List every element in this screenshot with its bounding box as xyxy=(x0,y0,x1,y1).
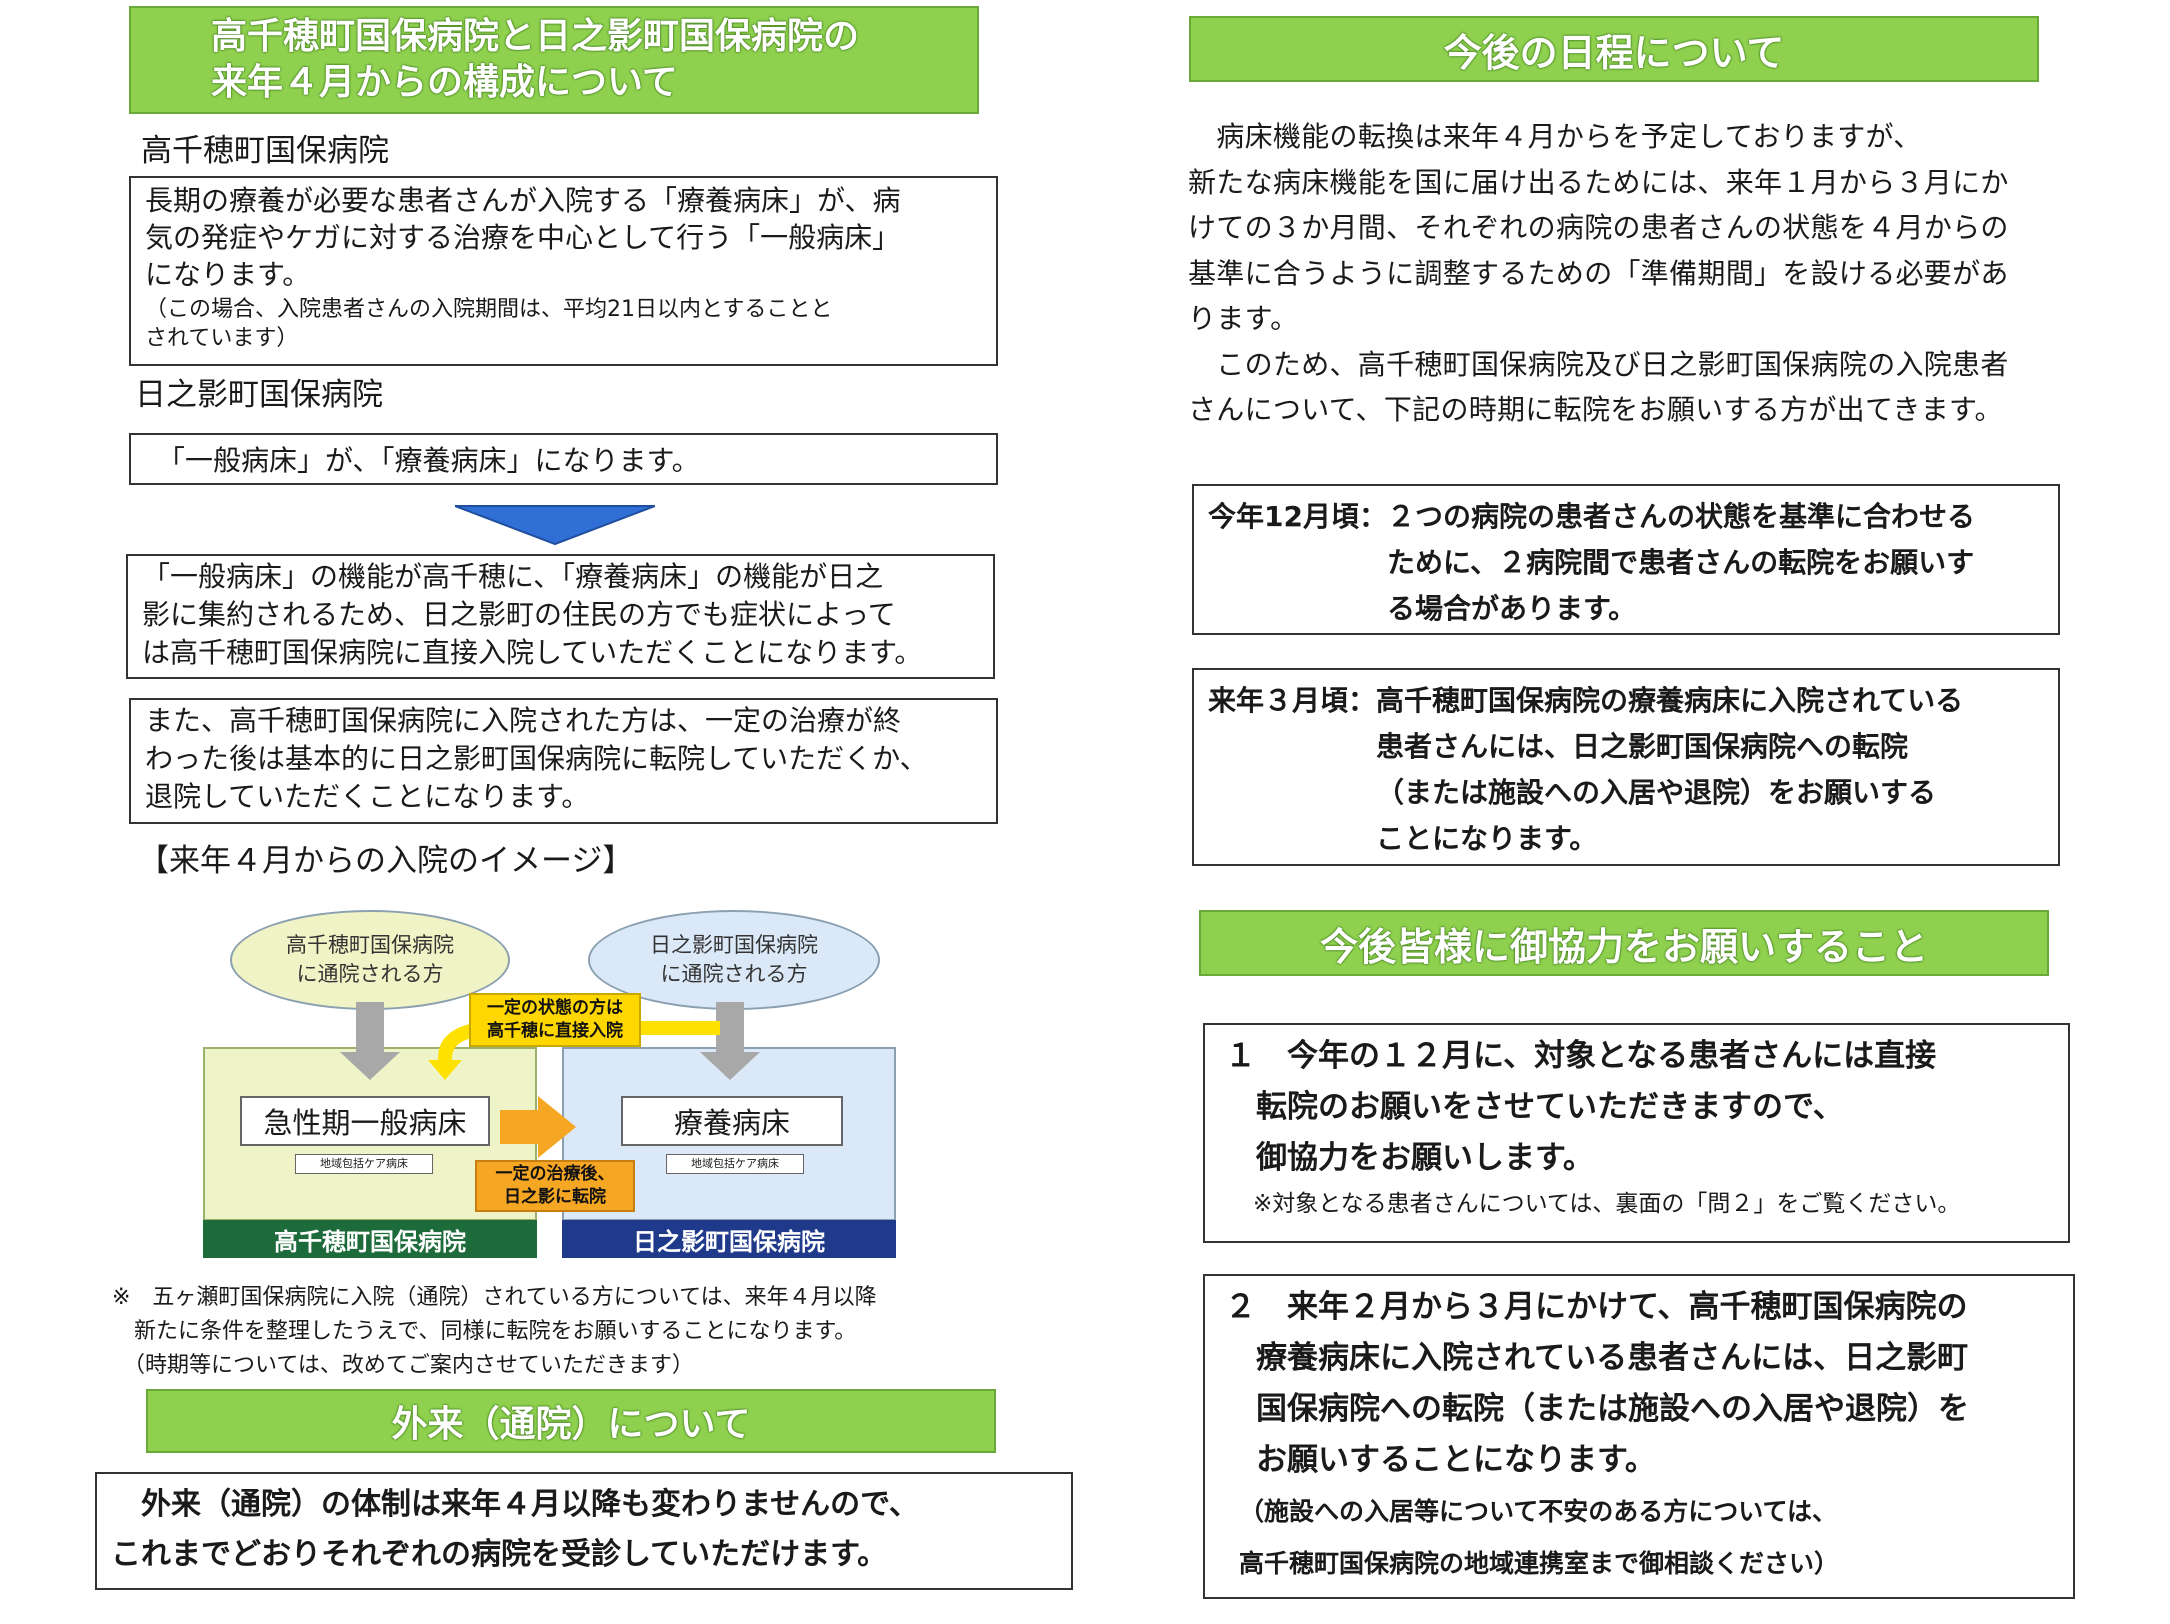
oval-hinokage-label: 日之影町国保病院 に通院される方 xyxy=(650,933,818,986)
outpatient-text: 外来（通院）の体制は来年４月以降も変わりませんので、 これまでどおりそれぞれの病… xyxy=(111,1487,919,1572)
direct-admission-label: 一定の状態の方は 高千穂に直接入院 xyxy=(487,998,623,1041)
schedule-title-banner: 今後の日程について xyxy=(1189,16,2039,82)
cooperation-title-banner: 今後皆様に御協力をお願いすること xyxy=(1199,910,2049,976)
outpatient-title: 外来（通院）について xyxy=(391,1404,751,1445)
hinokage-box: 「一般病床」が、「療養病床」になります。 xyxy=(129,433,998,485)
schedule-title: 今後の日程について xyxy=(1443,30,1785,75)
ryoyo-ward-label: 療養病床 xyxy=(673,1106,790,1140)
hinokage-text: 「一般病床」が、「療養病床」になります。 xyxy=(157,444,700,477)
march-box: 来年３月頃： 高千穂町国保病院の療養病床に入院されている 患者さんには、日之影町… xyxy=(1192,668,2060,866)
request-item-1-text: １ 今年の１２月に、対象となる患者さんには直接 転院のお願いをさせていただきます… xyxy=(1225,1038,1937,1176)
transfer-after-treatment-label: 一定の治療後、 日之影に転院 xyxy=(495,1164,615,1207)
integration-text: 「一般病床」の機能が高千穂に、「療養病床」の機能が日之 影に集約されるため、日之… xyxy=(142,560,923,669)
transfer-after-treatment-note: 一定の治療後、 日之影に転院 xyxy=(475,1160,635,1212)
request-item-2-note: （施設への入居等について不安のある方については、 高千穂町国保病院の地域連携室ま… xyxy=(1239,1497,1840,1578)
direct-admission-note: 一定の状態の方は 高千穂に直接入院 xyxy=(469,993,641,1047)
down-arrow-icon xyxy=(455,505,655,546)
left-title-line2: 来年４月からの構成について xyxy=(211,62,678,103)
acute-ward-sub-label: 地域包括ケア病床 xyxy=(320,1157,408,1170)
march-text: 高千穂町国保病院の療養病床に入院されている 患者さんには、日之影町国保病院への転… xyxy=(1376,684,1964,855)
hinokage-bar: 日之影町国保病院 xyxy=(562,1220,896,1258)
outpatient-title-banner: 外来（通院）について xyxy=(146,1389,996,1453)
ryoyo-ward-sub: 地域包括ケア病床 xyxy=(666,1154,804,1174)
march-label: 来年３月頃： xyxy=(1208,684,1377,717)
request-item-1-box: １ 今年の１２月に、対象となる患者さんには直接 転院のお願いをさせていただきます… xyxy=(1203,1023,2070,1243)
left-title-line1: 高千穂町国保病院と日之影町国保病院の xyxy=(211,16,860,57)
oval-takachiho-outpatient: 高千穂町国保病院 に通院される方 xyxy=(230,910,510,1010)
hinokage-heading: 日之影町国保病院 xyxy=(135,377,383,413)
takachiho-text: 長期の療養が必要な患者さんが入院する「療養病床」が、病 気の発症やケガに対する治… xyxy=(145,184,901,291)
december-text: ２つの病院の患者さんの状態を基準に合わせる ために、２病院間で患者さんの転院をお… xyxy=(1386,500,1975,625)
takachiho-box: 長期の療養が必要な患者さんが入院する「療養病床」が、病 気の発症やケガに対する治… xyxy=(129,176,998,366)
ryoyo-ward-sub-label: 地域包括ケア病床 xyxy=(691,1157,779,1170)
gokase-footnote: ※ 五ヶ瀬町国保病院に入院（通院）されている方については、来年４月以降 新たに条… xyxy=(112,1285,877,1378)
takachiho-bar-label: 高千穂町国保病院 xyxy=(274,1227,466,1256)
outpatient-box: 外来（通院）の体制は来年４月以降も変わりませんので、 これまでどおりそれぞれの病… xyxy=(95,1472,1073,1590)
acute-ward-sub: 地域包括ケア病床 xyxy=(295,1154,433,1174)
takachiho-heading: 高千穂町国保病院 xyxy=(141,133,389,169)
hinokage-bar-label: 日之影町国保病院 xyxy=(633,1227,825,1256)
acute-ward-box: 急性期一般病床 xyxy=(240,1096,490,1146)
transfer-text: また、高千穂町国保病院に入院された方は、一定の治療が終 わった後は基本的に日之影… xyxy=(145,704,928,813)
takachiho-note: （この場合、入院患者さんの入院期間は、平均21日以内とすることと されています） xyxy=(145,297,833,351)
request-item-2-text: ２ 来年２月から３月にかけて、高千穂町国保病院の 療養病床に入院されている患者さ… xyxy=(1225,1289,1969,1478)
december-box: 今年12月頃： ２つの病院の患者さんの状態を基準に合わせる ために、２病院間で患… xyxy=(1192,484,2060,635)
cooperation-title: 今後皆様に御協力をお願いすること xyxy=(1319,924,1928,969)
acute-ward-label: 急性期一般病床 xyxy=(263,1106,467,1140)
left-title-banner: 高千穂町国保病院と日之影町国保病院の 来年４月からの構成について xyxy=(129,6,979,114)
december-label: 今年12月頃： xyxy=(1208,500,1387,533)
request-item-1-note: ※対象となる患者さんについては、裏面の「問２」をご覧ください。 xyxy=(1253,1191,1961,1217)
image-heading: 【来年４月からの入院のイメージ】 xyxy=(138,843,634,879)
ryoyo-ward-box: 療養病床 xyxy=(621,1096,843,1146)
integration-box: 「一般病床」の機能が高千穂に、「療養病床」の機能が日之 影に集約されるため、日之… xyxy=(126,554,995,679)
transfer-box: また、高千穂町国保病院に入院された方は、一定の治療が終 わった後は基本的に日之影… xyxy=(129,698,998,824)
takachiho-bar: 高千穂町国保病院 xyxy=(203,1220,537,1258)
schedule-paragraph: 病床機能の転換は来年４月からを予定しておりますが、 新たな病床機能を国に届け出る… xyxy=(1188,120,2009,426)
oval-takachiho-label: 高千穂町国保病院 に通院される方 xyxy=(286,933,454,986)
request-item-2-box: ２ 来年２月から３月にかけて、高千穂町国保病院の 療養病床に入院されている患者さ… xyxy=(1203,1274,2075,1599)
